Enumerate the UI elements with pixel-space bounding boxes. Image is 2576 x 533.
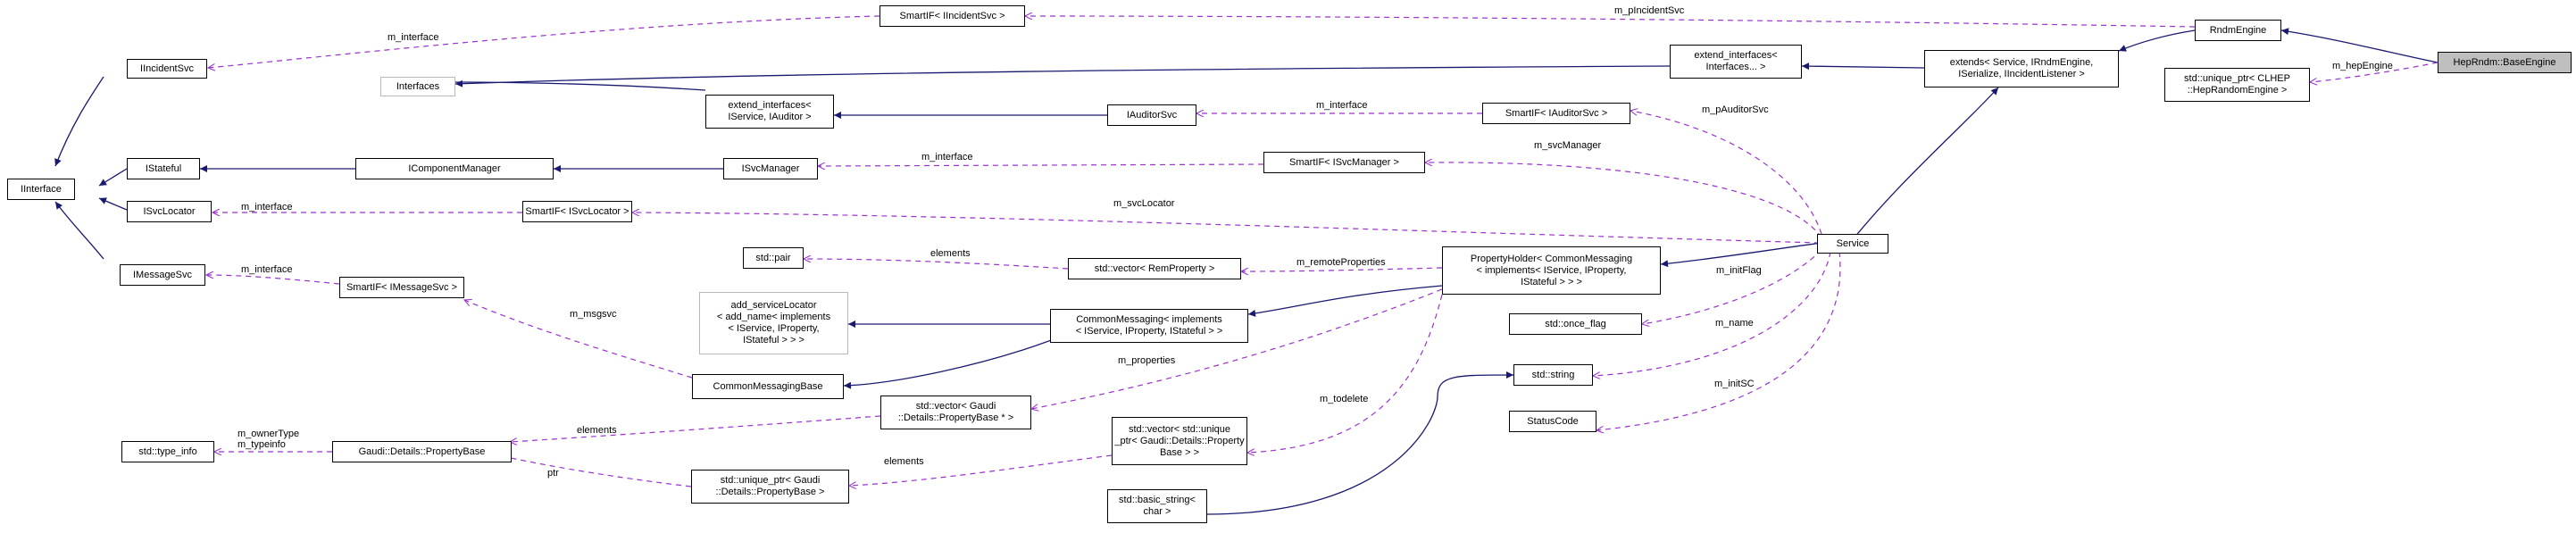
node-extend-interfaces-service-auditor[interactable]: extend_interfaces< IService, IAuditor > (705, 95, 834, 129)
edge-propholder-vector-uniqueptr (1247, 294, 1443, 453)
node-iauditorsvc[interactable]: IAuditorSvc (1107, 104, 1196, 126)
node-interfaces[interactable]: Interfaces (380, 77, 455, 96)
node-std-string[interactable]: std::string (1513, 364, 1593, 386)
node-std-unique-ptr-propertybase[interactable]: std::unique_ptr< Gaudi ::Details::Proper… (691, 470, 849, 504)
label-m-svclocator: m_svcLocator (1113, 198, 1175, 209)
label-m-interface-svclocator: m_interface (241, 202, 293, 212)
edge-extenddots-interfaces (454, 65, 1671, 87)
node-extend-interfaces-dots[interactable]: extend_interfaces< Interfaces... > (1670, 45, 1802, 79)
label-m-todelete: m_todelete (1320, 394, 1369, 404)
label-m-pauditorsvc: m_pAuditorSvc (1702, 104, 1769, 115)
edge-extends-extenddots (1801, 62, 1925, 71)
edge-smartif-isvcmanager-isvcmanager (818, 164, 1264, 166)
edge-vector-remproperty-stdpair (804, 259, 1069, 270)
edge-service-propholder (1660, 242, 1822, 268)
edge-service-extends (1849, 87, 1999, 244)
node-rndmengine[interactable]: RndmEngine (2195, 20, 2281, 41)
label-elements-unique-ptr: elements (884, 456, 924, 467)
node-statuscode[interactable]: StatusCode (1509, 411, 1596, 432)
node-extends-service[interactable]: extends< Service, IRndmEngine, ISerializ… (1924, 50, 2119, 87)
node-imessagesvc[interactable]: IMessageSvc (120, 264, 205, 286)
edge-vector-propertybase-ptr-propertybase (510, 415, 881, 442)
edge-smartif-iincidentsvc-iincidentsvc (208, 15, 880, 68)
label-m-interface-messagesvc: m_interface (241, 264, 293, 275)
node-propertybase[interactable]: Gaudi::Details::PropertyBase (332, 441, 512, 462)
node-std-once-flag[interactable]: std::once_flag (1509, 313, 1642, 335)
node-std-vector-unique-ptr[interactable]: std::vector< std::unique _ptr< Gaudi::De… (1112, 417, 1247, 465)
edge-service-onceflag (1642, 249, 1822, 324)
label-m-interface-incident: m_interface (388, 32, 439, 43)
label-m-initflag: m_initFlag (1716, 265, 1762, 276)
edge-heprndm-rndmengine (2280, 28, 2438, 63)
edge-service-smartif-isvcmanager (1425, 162, 1822, 238)
edge-propholder-commonmsg (1247, 285, 1443, 317)
label-elements-propertybase-ptr: elements (577, 425, 617, 436)
edge-uniqueptr-propertybase-propertybase (487, 453, 692, 487)
node-commonmessagingbase[interactable]: CommonMessagingBase (692, 374, 844, 399)
node-std-pair[interactable]: std::pair (743, 247, 804, 269)
node-std-type-info[interactable]: std::type_info (121, 441, 214, 462)
node-add-servicelocator[interactable]: add_serviceLocator < add_name< implement… (699, 292, 848, 354)
edge-commonmsg-commonmsgbase (843, 338, 1055, 389)
node-std-vector-remproperty[interactable]: std::vector< RemProperty > (1068, 258, 1241, 279)
node-isvcmanager[interactable]: ISvcManager (723, 158, 818, 179)
label-m-hepengine: m_hepEngine (2332, 61, 2393, 71)
edge-propholder-vector-remproperty (1241, 267, 1443, 271)
node-istateful[interactable]: IStateful (127, 158, 200, 179)
node-icomponentmanager[interactable]: IComponentManager (355, 158, 554, 179)
node-smartif-imessagesvc[interactable]: SmartIF< IMessageSvc > (339, 277, 464, 298)
edge-service-smartif-iauditorsvc (1630, 111, 1822, 235)
edge-isvclocator-iinterface (98, 197, 128, 211)
node-std-vector-propertybase-ptr[interactable]: std::vector< Gaudi ::Details::PropertyBa… (880, 396, 1031, 429)
usage-edges (206, 16, 2438, 487)
edge-service-statuscode (1596, 251, 1841, 430)
label-elements-pair: elements (930, 248, 971, 259)
edge-heprndm-hepengine (2310, 62, 2438, 82)
node-std-unique-ptr-hep[interactable]: std::unique_ptr< CLHEP ::HepRandomEngine… (2164, 68, 2310, 102)
label-m-properties: m_properties (1118, 355, 1176, 366)
label-m-remoteproperties: m_remoteProperties (1296, 257, 1386, 268)
edge-extendiface-interfaces (446, 79, 706, 91)
label-m-interface-svcmanager: m_interface (921, 152, 973, 162)
label-m-svcmanager: m_svcManager (1534, 140, 1602, 151)
edge-service-stdstring (1593, 251, 1831, 376)
node-smartif-iauditorsvc[interactable]: SmartIF< IAuditorSvc > (1482, 103, 1630, 124)
edge-imessagesvc-iinterface (54, 201, 104, 260)
node-std-basic-string[interactable]: std::basic_string< char > (1107, 489, 1207, 523)
edge-iincidentsvc-iinterface (54, 76, 104, 167)
node-isvclocator[interactable]: ISvcLocator (127, 201, 212, 222)
edge-basicstring-stdstring (1206, 371, 1514, 515)
label-m-ownertype-typeinfo: m_ownerType m_typeinfo (238, 429, 300, 450)
node-smartif-iincidentsvc[interactable]: SmartIF< IIncidentSvc > (880, 5, 1025, 27)
node-propertyholder[interactable]: PropertyHolder< CommonMessaging < implem… (1442, 246, 1661, 295)
node-service[interactable]: Service (1817, 234, 1888, 254)
label-m-initsc: m_initSC (1714, 379, 1755, 389)
label-m-msgsvc: m_msgsvc (570, 309, 617, 320)
edge-vector-uniqueptr-uniqueptr-propertybase (849, 454, 1113, 486)
label-ptr: ptr (547, 468, 559, 479)
node-commonmessaging-implements[interactable]: CommonMessaging< implements < IService, … (1050, 309, 1248, 343)
node-heprndm-baseengine[interactable]: HepRndm::BaseEngine (2438, 52, 2572, 73)
edge-propholder-vector-propertybase-ptr (1031, 288, 1443, 409)
edge-smartif-imessagesvc-imessagesvc (206, 275, 340, 285)
edge-service-smartif-isvclocator (632, 212, 1821, 244)
node-iinterface[interactable]: IInterface (7, 179, 75, 200)
edge-rndmengine-extends (2118, 29, 2196, 52)
node-smartif-isvcmanager[interactable]: SmartIF< ISvcManager > (1263, 152, 1425, 173)
label-m-name: m_name (1715, 318, 1754, 329)
label-m-pincidentsvc: m_pIncidentSvc (1614, 5, 1685, 16)
node-smartif-isvclocator[interactable]: SmartIF< ISvcLocator > (522, 201, 632, 222)
inheritance-edges (54, 28, 2438, 515)
edge-istateful-iinterface (98, 168, 128, 187)
edge-commonmsgbase-smartif-imessagesvc (464, 300, 693, 379)
node-iincidentsvc[interactable]: IIncidentSvc (127, 59, 207, 79)
label-m-interface-auditor: m_interface (1316, 100, 1368, 111)
edge-rndmengine-smartif-iincidentsvc (1025, 16, 2196, 28)
